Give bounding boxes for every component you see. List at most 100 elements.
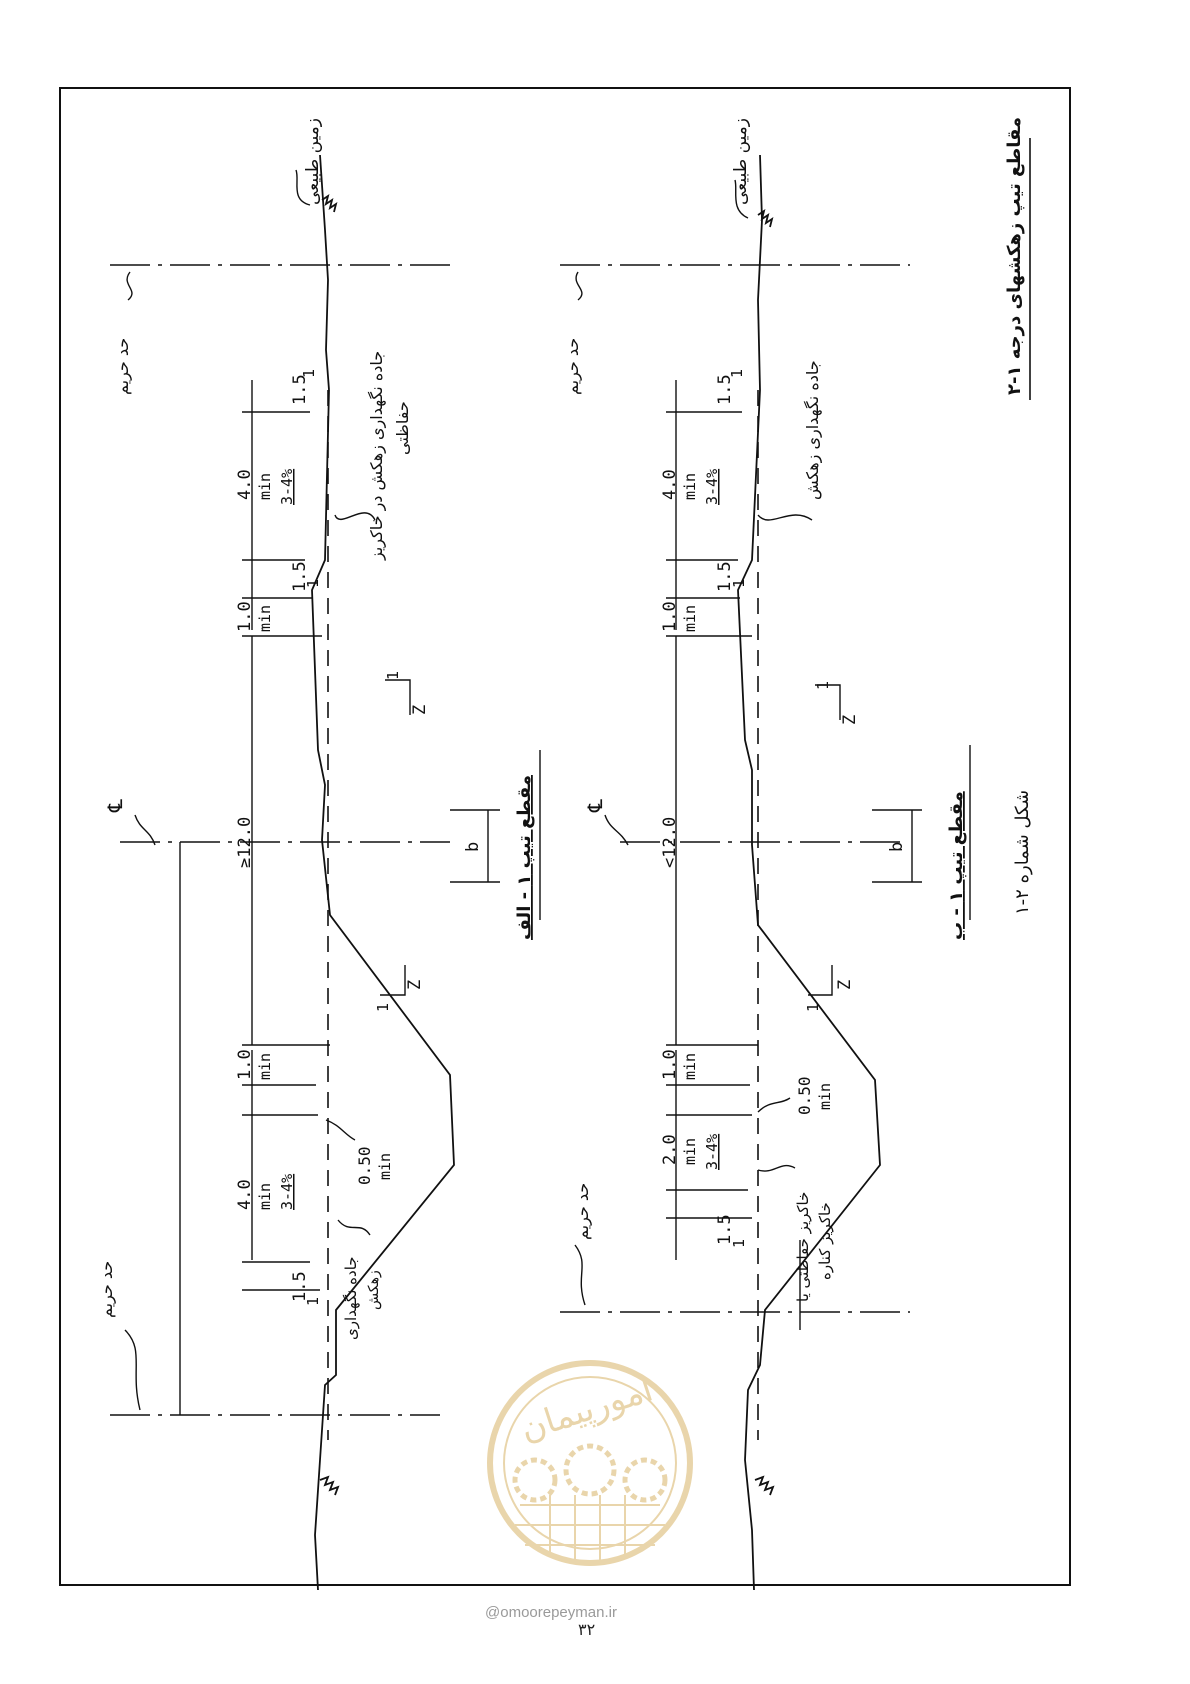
- dim-b-050-min: min: [816, 1083, 834, 1110]
- leader-centerline-a: [134, 814, 156, 846]
- ground-hatch-b-bottom: [754, 1475, 775, 1496]
- dim-a-one-bottom: 1: [304, 1297, 322, 1306]
- natural-ground-label-a: زمین طبیعی: [303, 118, 323, 205]
- leader-service-road-b: [757, 514, 813, 521]
- section-a: زمین طبیعی حد حریم حد حریم جاده نگهداری …: [97, 118, 535, 1591]
- leader-boundary-b-bottom: [574, 1244, 586, 1306]
- service-road-left-label-a: جاده نگهداری: [342, 1256, 360, 1340]
- service-road-label-b: جاده نگهداری زهکش: [803, 360, 823, 500]
- slope-triangle-b1: [815, 684, 841, 720]
- dim-b-one-bottom: 1: [730, 1239, 748, 1248]
- dim-a-050: 0.50: [355, 1146, 374, 1185]
- leader-boundary-a-top: [126, 271, 133, 301]
- slope-z-a1: Z: [410, 705, 430, 715]
- dim-b-min-mid: min: [681, 605, 699, 632]
- section-b-title: مقطع تیپ ۱ - ب: [946, 791, 967, 940]
- service-road-label-a: جاده نگهداری زهکش در خاکریز: [367, 351, 387, 561]
- dim-a-min-bottom: min: [256, 1053, 274, 1080]
- natural-ground-line-a: [319, 154, 330, 391]
- boundary-label-b-top: حد حریم: [563, 338, 583, 395]
- leader-boundary-b-top: [575, 271, 583, 301]
- dim-a-15-mid: 1.5: [290, 561, 310, 592]
- service-road-left-label-a-2: زهکش: [366, 1270, 382, 1310]
- leader-natural-ground-b: [734, 179, 749, 219]
- natural-ground-label-b: زمین طبیعی: [731, 118, 751, 205]
- dim-b-min-low: min: [681, 1138, 699, 1165]
- section-b: زمین طبیعی حد حریم حد حریم جاده نگهداری …: [539, 117, 1033, 1591]
- dim-b-10-bottom: 1.0: [660, 1049, 680, 1080]
- sheet-border: [59, 87, 1071, 1586]
- centerline-symbol-a: ℄: [103, 799, 127, 813]
- dim-a-one-mid: 1: [304, 579, 322, 588]
- side-berm-label-b: خاکریز کناره: [816, 1202, 834, 1280]
- ground-hatch-a-bottom: [319, 1475, 340, 1496]
- sheet-heading: مقاطع تیپ زهکشهای درجه ۱-۲: [1004, 117, 1025, 395]
- slope-z-b1: Z: [840, 715, 860, 725]
- protective-berm-label-b: خاکریز حفاظتی یا: [794, 1192, 812, 1302]
- dim-b-pct-top: 3-4%: [703, 469, 721, 505]
- dim-b-050: 0.50: [795, 1076, 814, 1115]
- slope-one-b2: 1: [804, 1003, 822, 1012]
- dim-a-pct-top: 3-4%: [278, 469, 296, 505]
- natural-ground-line-b: [757, 154, 763, 391]
- figure-caption: شکل شماره ۲-۱: [1012, 790, 1033, 915]
- boundary-label-a-top: حد حریم: [113, 338, 133, 395]
- watermark-seal: امورپیمان: [487, 1360, 693, 1566]
- dim-a-050-min: min: [376, 1153, 394, 1180]
- dim-a-40-bottom: 4.0: [235, 1179, 255, 1210]
- leader-050-b: [757, 1097, 791, 1113]
- drain-profile-a: [311, 389, 455, 1591]
- dim-b-total: <12.0: [660, 817, 680, 868]
- dim-a-15-top: 1.5: [290, 374, 310, 405]
- leader-boundary-a-bottom: [124, 1329, 141, 1411]
- dim-b-min-bottom: min: [681, 1053, 699, 1080]
- dim-a-one-top: 1: [300, 369, 318, 378]
- leader-service-road-a2: [337, 1219, 371, 1236]
- slope-z-b2: Z: [835, 980, 855, 990]
- slope-triangle-a2: [380, 965, 406, 996]
- service-road-label-a-2: حفاظتی: [393, 401, 412, 455]
- dim-a-min-top: min: [256, 473, 274, 500]
- dim-a-10-top: 1.0: [235, 601, 255, 632]
- dim-b-one-mid: 1: [730, 579, 748, 588]
- dim-a-min-mid: min: [256, 605, 274, 632]
- watermark-site: @omoorepeyman.ir: [485, 1604, 617, 1621]
- slope-triangle-b2: [808, 965, 833, 996]
- dim-b-10-top: 1.0: [660, 601, 680, 632]
- slope-one-b1: 1: [814, 681, 832, 690]
- dim-a-pct-bottom: 3-4%: [278, 1174, 296, 1210]
- dim-b-15-top: 1.5: [715, 374, 735, 405]
- dim-b-20: 2.0: [660, 1134, 680, 1165]
- slope-one-a2: 1: [374, 1003, 392, 1012]
- boundary-label-a-bottom: حد حریم: [97, 1261, 117, 1318]
- dim-a-40-top: 4.0: [235, 469, 255, 500]
- dim-a-10-bottom: 1.0: [235, 1049, 255, 1080]
- dim-a-total: ≥12.0: [235, 817, 255, 868]
- slope-triangle-a1: [385, 679, 411, 715]
- drain-profile-b: [737, 389, 881, 1591]
- slope-one-a1: 1: [384, 671, 402, 680]
- leader-050-a: [325, 1119, 356, 1141]
- bottom-width-b: b: [887, 842, 907, 852]
- ground-hatch-a-top: [321, 193, 338, 213]
- slope-z-a2: Z: [405, 980, 425, 990]
- leader-centerline-b: [604, 814, 629, 846]
- dim-a-min-low: min: [256, 1183, 274, 1210]
- dim-b-pct-bottom: 3-4%: [703, 1134, 721, 1170]
- section-a-title: مقطع تیپ ۱ - الف: [514, 775, 535, 940]
- leader-service-road-a: [334, 512, 376, 521]
- leader-natural-ground-a: [295, 169, 311, 206]
- dim-b-one-top: 1: [728, 369, 746, 378]
- page-number: ۳۲: [578, 1620, 596, 1639]
- dim-b-min-top: min: [681, 473, 699, 500]
- leader-berm-b: [757, 1164, 796, 1172]
- boundary-label-b-bottom: حد حریم: [573, 1183, 593, 1240]
- dim-b-40-top: 4.0: [660, 469, 680, 500]
- bottom-width-a: b: [463, 842, 483, 852]
- dim-b-15-mid: 1.5: [715, 561, 735, 592]
- dim-a-15-bottom: 1.5: [290, 1271, 310, 1302]
- centerline-symbol-b: ℄: [583, 799, 607, 813]
- ground-hatch-b-top: [757, 208, 774, 228]
- dim-b-15-bottom: 1.5: [715, 1214, 735, 1245]
